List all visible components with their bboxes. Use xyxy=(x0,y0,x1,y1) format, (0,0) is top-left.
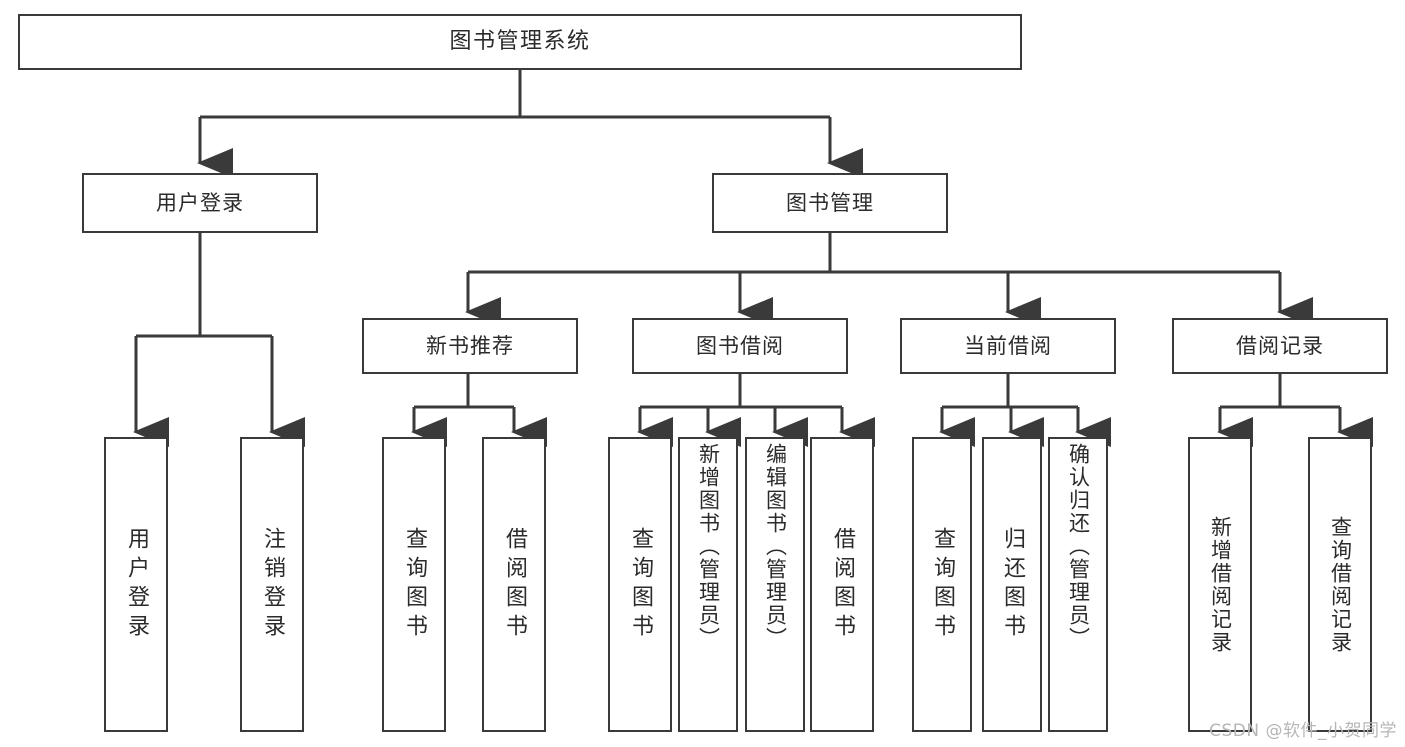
node-label: 查询图书 xyxy=(930,526,955,643)
node-root-book-management-system[interactable]: 图书管理系统 xyxy=(18,14,1022,70)
node-leaf-logout[interactable]: 注销登录 xyxy=(240,437,304,732)
node-user-login[interactable]: 用户登录 xyxy=(82,173,318,233)
node-label: 借阅图书 xyxy=(502,526,527,643)
node-borrow-records[interactable]: 借阅记录 xyxy=(1172,318,1388,374)
node-current-borrowing[interactable]: 当前借阅 xyxy=(900,318,1116,374)
node-leaf-user-login[interactable]: 用户登录 xyxy=(104,437,168,732)
node-leaf-return-books[interactable]: 归还图书 xyxy=(982,437,1042,732)
node-label: 归还图书 xyxy=(1000,526,1025,643)
node-leaf-add-book-admin[interactable]: 新增图书（管理员） xyxy=(678,437,738,732)
node-leaf-query-books-new[interactable]: 查询图书 xyxy=(382,437,446,732)
node-label: 用户登录 xyxy=(124,526,149,643)
node-leaf-add-borrow-record[interactable]: 新增借阅记录 xyxy=(1188,437,1252,732)
node-leaf-query-books-borrow[interactable]: 查询图书 xyxy=(608,437,672,732)
node-label: 借阅图书 xyxy=(830,526,855,643)
node-label: 新增借阅记录 xyxy=(1208,515,1233,654)
node-leaf-query-borrow-record[interactable]: 查询借阅记录 xyxy=(1308,437,1372,732)
node-new-book-recommendation[interactable]: 新书推荐 xyxy=(362,318,578,374)
node-label: 查询图书 xyxy=(628,526,653,643)
node-leaf-confirm-return-admin[interactable]: 确认归还（管理员） xyxy=(1048,437,1108,732)
node-label: 图书管理系统 xyxy=(449,29,591,55)
node-leaf-borrow-books[interactable]: 借阅图书 xyxy=(810,437,874,732)
node-label: 确认归还（管理员） xyxy=(1066,443,1091,650)
node-label: 注销登录 xyxy=(260,526,285,643)
node-label: 图书管理 xyxy=(786,190,874,215)
node-label: 用户登录 xyxy=(156,190,244,215)
node-label: 查询图书 xyxy=(402,526,427,643)
node-label: 借阅记录 xyxy=(1236,333,1324,358)
node-label: 图书借阅 xyxy=(696,333,784,358)
node-book-borrowing[interactable]: 图书借阅 xyxy=(632,318,848,374)
node-label: 当前借阅 xyxy=(964,333,1052,358)
node-book-management[interactable]: 图书管理 xyxy=(712,173,948,233)
node-leaf-query-books-current[interactable]: 查询图书 xyxy=(912,437,972,732)
node-label: 编辑图书（管理员） xyxy=(763,443,788,650)
node-leaf-edit-book-admin[interactable]: 编辑图书（管理员） xyxy=(745,437,805,732)
node-leaf-borrow-books-new[interactable]: 借阅图书 xyxy=(482,437,546,732)
node-label: 查询借阅记录 xyxy=(1328,515,1353,654)
node-label: 新增图书（管理员） xyxy=(696,443,721,650)
csdn-watermark: CSDN @软件_小贺同学 xyxy=(1209,721,1397,741)
node-label: 新书推荐 xyxy=(426,333,514,358)
